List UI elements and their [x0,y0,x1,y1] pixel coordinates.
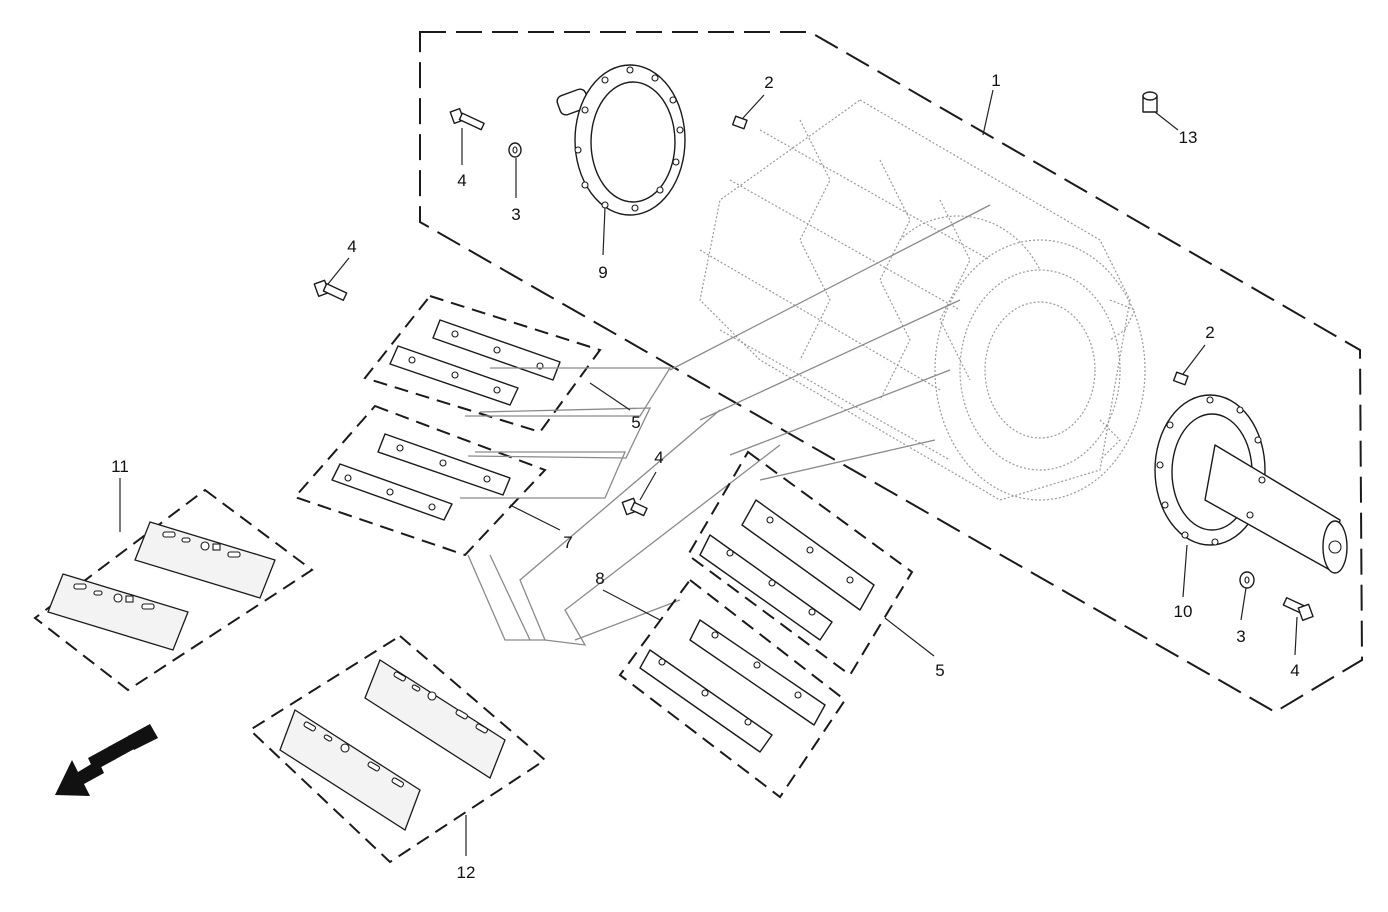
callout-4-left: 4 [347,237,356,256]
bolt-part-4a [449,107,485,131]
shaft-hub-part-10 [1154,394,1348,574]
fitting-part-13 [1142,91,1158,113]
bolt-part-4b [313,279,348,301]
nut-part-2a [731,115,748,130]
group-12-outline [248,634,547,864]
bar-silhouette-guides [460,367,781,646]
callout-9: 9 [598,263,607,282]
bolt-part-4c [621,497,648,517]
leader-lines [119,89,1298,856]
callout-1: 1 [991,71,1000,90]
callout-13: 13 [1179,128,1198,147]
blade-part-12 [279,659,506,831]
knife-bar-part-5-upper [389,319,561,406]
callout-5-upper: 5 [631,413,640,432]
knife-bar-part-7 [331,433,511,521]
blade-part-11 [47,521,276,651]
callout-2-right: 2 [1205,323,1214,342]
callout-8: 8 [595,569,604,588]
knife-bar-part-8 [639,619,826,753]
rotor-drum-ghost [669,99,1146,501]
callout-12: 12 [457,863,476,882]
callout-4-top: 4 [457,171,466,190]
callout-5-lower: 5 [935,661,944,680]
callout-3-top: 3 [511,205,520,224]
callout-4-middle: 4 [654,448,663,467]
callout-7: 7 [563,533,572,552]
callout-4-right: 4 [1290,661,1299,680]
callout-11: 11 [111,457,129,476]
callout-10: 10 [1174,602,1193,621]
group-8-outline [618,578,847,799]
callout-3-right: 3 [1236,627,1245,646]
callout-2-top: 2 [764,73,773,92]
knife-bar-part-5-lower [699,499,875,641]
nut-part-2b [1172,371,1189,386]
group-11-outline [33,488,314,692]
forward-direction-arrow-icon [55,724,158,796]
group-5-upper-outline [363,294,602,434]
group-7-outline [293,404,547,557]
flange-hub-part-9 [556,64,686,216]
group-5-lower-outline [686,450,914,677]
assembly-group-1-outline [419,31,1364,714]
bolt-part-4d [1282,597,1314,621]
